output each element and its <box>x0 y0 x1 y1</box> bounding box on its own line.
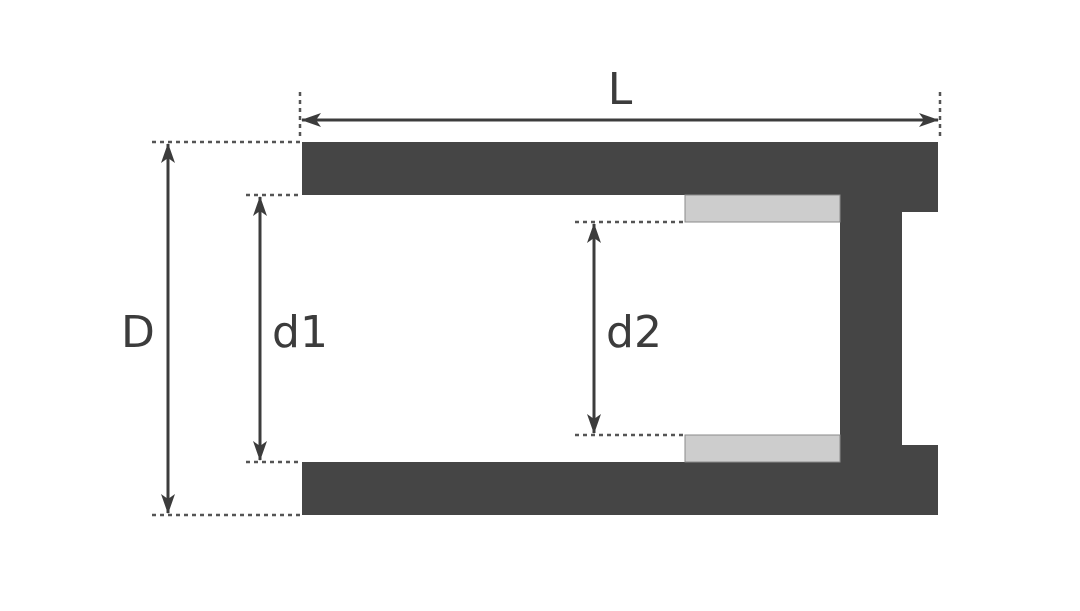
label-length: L <box>608 64 633 115</box>
insert-top <box>684 194 841 223</box>
label-inner-diameter-1: d1 <box>272 307 328 358</box>
insert-bottom <box>684 434 841 463</box>
label-outer-diameter: D <box>121 307 155 358</box>
housing-body <box>302 142 938 515</box>
label-inner-diameter-2: d2 <box>606 307 662 358</box>
